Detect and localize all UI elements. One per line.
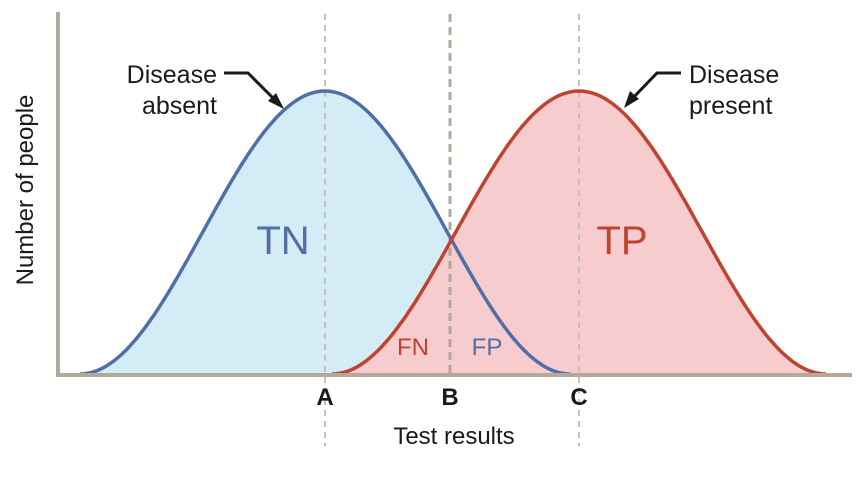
region-label-fp: FP — [472, 334, 503, 361]
x-axis-title: Test results — [393, 423, 514, 450]
region-label-tn: TN — [256, 219, 309, 263]
disease-present-curve — [331, 89, 827, 376]
threshold-label-c: C — [570, 384, 587, 411]
disease-absent-label-line2: absent — [142, 92, 217, 120]
disease-present-fill — [332, 91, 826, 374]
disease-absent-label-line1: Disease — [127, 61, 217, 89]
threshold-label-b: B — [441, 384, 458, 411]
region-label-fn: FN — [397, 334, 429, 361]
region-label-tp: TP — [596, 219, 647, 263]
disease-absent-arrow — [224, 71, 281, 106]
disease-present-label-line1: Disease — [689, 61, 779, 89]
disease-present-arrowhead — [624, 91, 639, 108]
disease-absent-arrowhead — [268, 93, 284, 109]
disease-present-label-line2: present — [689, 92, 772, 120]
y-axis-title: Number of people — [12, 95, 39, 286]
threshold-label-a: A — [316, 384, 333, 411]
disease-present-arrow — [628, 71, 681, 103]
disease-absent-curve — [79, 89, 571, 376]
